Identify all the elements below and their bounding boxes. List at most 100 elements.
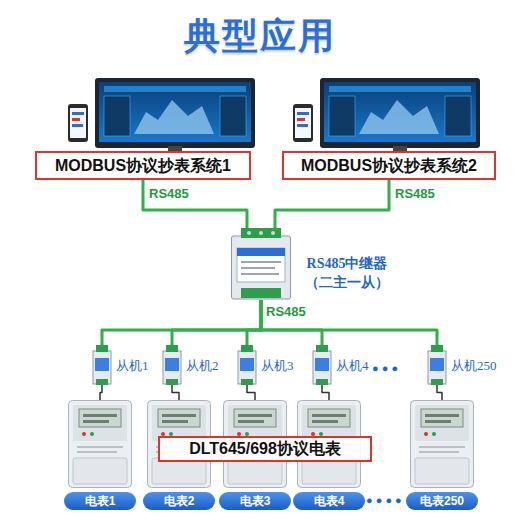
meter-name-pill: 电表3 (219, 492, 291, 510)
terminal-block (241, 345, 253, 352)
rs485-line (172, 300, 261, 345)
meter-wire (172, 385, 179, 400)
device-body (238, 351, 256, 384)
monitor-frame (320, 78, 480, 148)
terminal-block (166, 379, 178, 385)
device-label-text: 从机250 (451, 357, 497, 375)
slave-module: 从机3 (237, 345, 257, 385)
monitor-screen (99, 82, 251, 142)
diagram-title: 典型应用 (0, 12, 520, 61)
nameplate-line (77, 446, 123, 448)
device-graphic (427, 345, 447, 385)
energy-meter: 电表1 (68, 400, 132, 488)
meter-panel (415, 405, 469, 441)
phone-bar (72, 124, 83, 127)
rs485-line (261, 300, 437, 345)
terminal-cover (73, 458, 127, 484)
lcd-digits (312, 414, 346, 417)
device-label-text: 从机4 (336, 357, 369, 375)
meter-name-pill: 电表1 (64, 492, 136, 510)
slave-module: 从机1 (92, 345, 112, 385)
phone-body (293, 104, 313, 142)
rs485-line (261, 300, 322, 345)
lcd-screen (158, 409, 200, 427)
meter-wire (247, 385, 255, 400)
label-stripe (237, 248, 285, 256)
box-label: MODBUS协议抄表系统1 (37, 153, 249, 178)
terminal-block (316, 345, 328, 352)
phone-bar (297, 124, 308, 127)
phone-bar (297, 112, 309, 115)
device-label-text: 从机2 (186, 357, 219, 375)
repeater-device: RS485中继器 （二主一从） (231, 228, 291, 300)
phone-screen (70, 108, 86, 138)
meter-name-pill: 电表250 (406, 492, 478, 510)
terminal-block (166, 345, 178, 352)
meter-panel (73, 405, 127, 441)
terminal-block (431, 379, 443, 385)
ellipsis-dots: ● ● ● ● (366, 494, 402, 506)
meter-wire (100, 385, 102, 400)
device-body (232, 236, 291, 299)
system-box: MODBUS协议抄表系统1 (35, 151, 251, 180)
device-label (95, 358, 109, 371)
phone-bar (72, 118, 80, 121)
edge-label: RS485 (149, 186, 189, 201)
phone-bar (297, 118, 305, 121)
nameplate-line (419, 451, 459, 453)
terminal-block (96, 345, 108, 352)
meter-name-pill: 电表2 (143, 492, 215, 510)
rs485-line (143, 180, 247, 228)
screen-header (104, 86, 246, 92)
lcd-digits (425, 414, 459, 417)
workstation-left (68, 78, 255, 152)
lcd-digits (238, 420, 264, 423)
protocol-tag: DLT645/698协议电表 (158, 436, 372, 462)
slave-module: 从机4 (312, 345, 332, 385)
screen-panel (220, 96, 246, 136)
box-label: DLT645/698协议电表 (160, 438, 370, 460)
lcd-screen (421, 409, 463, 427)
energy-meter: 电表250 (410, 400, 474, 488)
device-body (313, 351, 331, 384)
screen-header (329, 86, 471, 92)
lcd-digits (162, 414, 196, 417)
device-graphic (410, 400, 474, 488)
terminal-block (241, 288, 281, 298)
device-label-text: RS485中继器 （二主一从） (297, 254, 397, 292)
device-graphic (231, 228, 291, 300)
indicator-led (432, 432, 436, 436)
terminal-screw (259, 231, 263, 235)
device-label (165, 358, 179, 371)
device-graphic (237, 345, 257, 385)
device-label (237, 248, 285, 282)
system-box: MODBUS协议抄表系统2 (282, 151, 496, 180)
device-label (315, 358, 329, 371)
phone-bar (72, 112, 84, 115)
indicator-led (424, 432, 428, 436)
slave-module: 从机2 (162, 345, 182, 385)
label-line (241, 267, 275, 269)
device-body (163, 351, 181, 384)
device-label-text: 从机1 (116, 357, 149, 375)
lcd-digits (83, 420, 109, 423)
terminal-block (316, 379, 328, 385)
phone-body (68, 104, 88, 142)
rs485-line (102, 300, 261, 345)
label-line (241, 261, 281, 263)
lcd-digits (312, 420, 338, 423)
device-body (428, 351, 446, 384)
rs485-line (275, 180, 389, 228)
lcd-screen (234, 409, 276, 427)
meter-wire (437, 385, 442, 400)
screen-panel (329, 96, 355, 136)
lcd-digits (425, 420, 451, 423)
screen-panel (445, 96, 471, 136)
terminal-screw (247, 231, 251, 235)
device-body (93, 351, 111, 384)
device-label (430, 358, 444, 371)
rs485-line (247, 300, 261, 345)
lcd-screen (308, 409, 350, 427)
